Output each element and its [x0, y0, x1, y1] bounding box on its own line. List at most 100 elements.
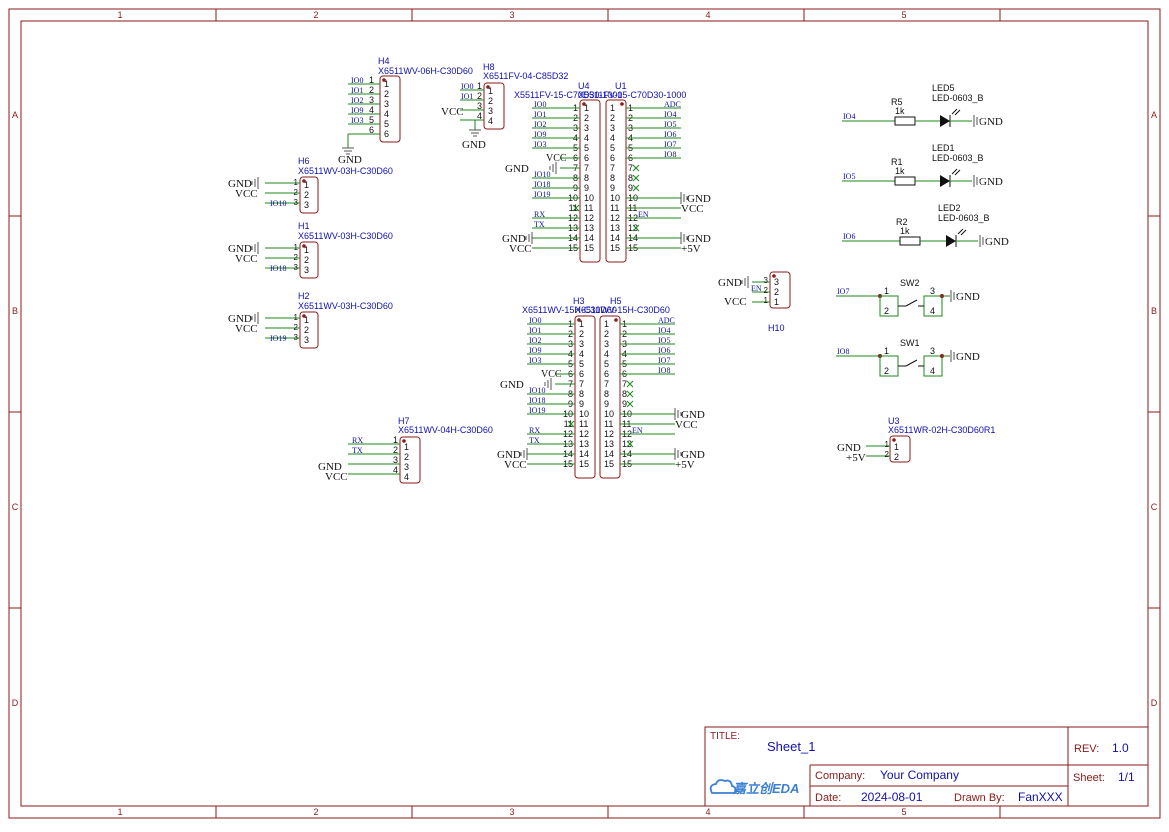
- ref-designator: H3: [573, 296, 585, 306]
- gnd-symbol: [973, 115, 981, 127]
- ref-designator: U4: [578, 81, 590, 91]
- pin-number: 2: [369, 85, 374, 95]
- pin-number: 4: [584, 133, 589, 143]
- net-label: IO10: [534, 170, 550, 179]
- net-label: IO6: [843, 232, 855, 241]
- pin-number: 7: [579, 379, 584, 389]
- pin-number: 11: [604, 419, 613, 429]
- pin-number: 2: [294, 188, 299, 197]
- net-label: IO6: [658, 346, 670, 355]
- pin1-marker: [577, 318, 581, 322]
- ref-designator: R2: [896, 217, 908, 227]
- component-body: [599, 315, 621, 479]
- pin-number: 3: [488, 106, 493, 116]
- net-label: IO5: [658, 336, 670, 345]
- component-body: [483, 82, 505, 130]
- part-value: X6511WV-03H-C30D60: [298, 231, 393, 241]
- net-label: IO8: [664, 150, 676, 159]
- led-ray: [960, 229, 967, 236]
- gnd-label: GND: [502, 233, 526, 245]
- rev-value: 1.0: [1112, 741, 1129, 755]
- pin-number: 1: [774, 297, 779, 307]
- p5v-label: +5V: [846, 452, 866, 464]
- pin-number: 5: [384, 119, 389, 129]
- pin-number: 2: [579, 329, 584, 339]
- pin-number: 9: [579, 399, 584, 409]
- no-connect-mark: [632, 164, 640, 172]
- pin-number: 13: [622, 439, 632, 449]
- pin-number: 2: [584, 113, 589, 123]
- vcc-label: VCC: [235, 253, 258, 265]
- date-label: Date:: [815, 792, 841, 804]
- net-label: IO1: [461, 92, 473, 101]
- pin-number: 2: [764, 286, 769, 295]
- pin1-marker: [382, 78, 386, 82]
- pin-number: 3: [604, 339, 609, 349]
- pin-number: 4: [384, 109, 389, 119]
- pin-number: 1: [384, 79, 389, 89]
- ref-designator: LED2: [938, 203, 961, 213]
- net-label: IO9: [534, 130, 546, 139]
- pin-number: 4: [369, 105, 374, 115]
- pin-number: 8: [610, 173, 615, 183]
- p5v-label: +5V: [681, 243, 701, 255]
- vcc-label: VCC: [546, 153, 567, 164]
- pin-number: 10: [579, 409, 589, 419]
- pin-number: 12: [610, 213, 620, 223]
- pin1-marker: [486, 85, 490, 89]
- net-label: IO3: [534, 140, 546, 149]
- pin-number: 2: [404, 452, 409, 462]
- net-label: IO9: [529, 346, 541, 355]
- row-label-right: A: [1151, 110, 1157, 120]
- company-label: Company:: [815, 770, 865, 782]
- pin-number: 9: [622, 399, 627, 409]
- resistor-body: [894, 116, 916, 126]
- gnd-label: GND: [718, 277, 742, 289]
- pin-number: 12: [604, 429, 614, 439]
- nc-stroke: [632, 164, 640, 172]
- pin-number: 1: [294, 243, 299, 252]
- net-label: EN: [638, 210, 649, 219]
- net-label: TX: [529, 436, 540, 445]
- vcc-label: VCC: [675, 419, 698, 431]
- resistor-body: [894, 176, 916, 186]
- gnd-symbol: [520, 448, 528, 460]
- switch-lever: [905, 299, 918, 307]
- pin-number: 1: [579, 319, 584, 329]
- rev-label: REV:: [1074, 743, 1099, 755]
- pin-number: 1: [610, 103, 615, 113]
- gnd-label: GND: [687, 193, 711, 205]
- gnd-label: GND: [956, 291, 980, 303]
- no-connect-mark: [567, 420, 575, 428]
- led-ray: [957, 228, 964, 235]
- pin-number: 2: [294, 323, 299, 332]
- sheet-value: 1/1: [1118, 770, 1135, 784]
- pin-number: 6: [579, 369, 584, 379]
- gnd-symbol: [973, 175, 981, 187]
- pin-number: 1: [393, 435, 398, 445]
- col-label-top: 2: [313, 10, 318, 20]
- pin-number: 8: [628, 173, 633, 183]
- pin-number: 2: [304, 325, 309, 335]
- connector-h4[interactable]: H4X6511WV-06H-C30D601234561IO02IO13IO24I…: [338, 56, 473, 166]
- pin-number: 5: [610, 143, 615, 153]
- net-label: IO5: [664, 120, 676, 129]
- row-label-left: B: [12, 306, 18, 316]
- nc-stroke: [632, 184, 640, 192]
- no-connect-mark: [626, 380, 634, 388]
